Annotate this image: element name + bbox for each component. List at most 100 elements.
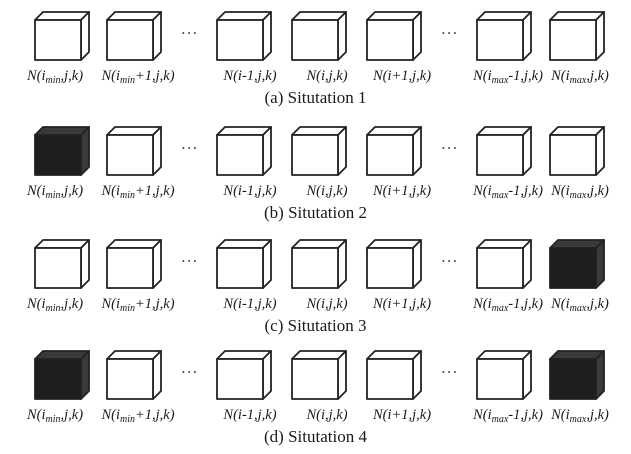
node-label-text: N(i,j,k) bbox=[306, 296, 348, 312]
node-label-text: N(i bbox=[551, 68, 570, 84]
empty-cube bbox=[548, 125, 606, 177]
node-label-suffix: -1,j,k) bbox=[508, 296, 543, 312]
empty-cube bbox=[215, 238, 273, 290]
node-label-text: N(i bbox=[473, 68, 492, 84]
node-label-subscript: min bbox=[119, 190, 135, 201]
situation-caption: (b) Situtation 2 bbox=[264, 203, 367, 222]
node-label: N(imax-1,j,k) bbox=[473, 183, 543, 201]
node-label-text: N(i-1,j,k) bbox=[223, 68, 277, 84]
empty-cube bbox=[290, 349, 348, 401]
node-label-text: N(i bbox=[101, 68, 120, 84]
node-label: N(imax-1,j,k) bbox=[473, 296, 543, 314]
empty-cube bbox=[365, 125, 423, 177]
node-label: N(i-1,j,k) bbox=[223, 68, 276, 85]
empty-cube bbox=[215, 349, 273, 401]
empty-cube bbox=[290, 10, 348, 62]
ellipsis: ··· bbox=[441, 363, 459, 381]
empty-cube bbox=[475, 349, 533, 401]
node-label-suffix: ,j,k) bbox=[586, 68, 609, 84]
ellipsis: ··· bbox=[441, 252, 459, 270]
node-label-subscript: max bbox=[569, 75, 587, 86]
node-label: N(i+1,j,k) bbox=[373, 296, 431, 313]
node-label-text: N(i bbox=[473, 296, 492, 312]
node-label: N(i,j,k) bbox=[306, 68, 347, 85]
filled-cube bbox=[548, 238, 606, 290]
node-label-suffix: +1,j,k) bbox=[134, 183, 175, 199]
empty-cube bbox=[105, 238, 163, 290]
node-label: N(imax-1,j,k) bbox=[473, 68, 543, 86]
situation-caption: (d) Situtation 4 bbox=[264, 427, 367, 446]
ellipsis: ··· bbox=[441, 24, 459, 42]
empty-cube bbox=[105, 10, 163, 62]
node-label: N(imin,j,k) bbox=[27, 407, 83, 425]
node-label-subscript: max bbox=[491, 75, 509, 86]
node-label-subscript: min bbox=[45, 75, 61, 86]
node-label: N(i-1,j,k) bbox=[223, 183, 276, 200]
node-label-text: N(i bbox=[101, 407, 120, 423]
node-label-suffix: -1,j,k) bbox=[508, 183, 543, 199]
node-label: N(i-1,j,k) bbox=[223, 296, 276, 313]
node-label-suffix: -1,j,k) bbox=[508, 407, 543, 423]
empty-cube bbox=[365, 238, 423, 290]
node-label-subscript: max bbox=[491, 190, 509, 201]
empty-cube bbox=[475, 125, 533, 177]
empty-cube bbox=[475, 238, 533, 290]
node-label: N(i+1,j,k) bbox=[373, 407, 431, 424]
node-label-text: N(i+1,j,k) bbox=[372, 183, 432, 199]
node-label: N(imax,j,k) bbox=[551, 407, 609, 425]
node-label-text: N(i+1,j,k) bbox=[372, 68, 432, 84]
empty-cube bbox=[365, 349, 423, 401]
node-label-text: N(i bbox=[473, 407, 492, 423]
node-label-text: N(i-1,j,k) bbox=[223, 183, 277, 199]
node-label: N(i,j,k) bbox=[306, 296, 347, 313]
node-label-subscript: min bbox=[45, 190, 61, 201]
empty-cube bbox=[475, 10, 533, 62]
node-label: N(i,j,k) bbox=[306, 407, 347, 424]
node-label-text: N(i-1,j,k) bbox=[223, 407, 277, 423]
node-label-subscript: max bbox=[491, 414, 509, 425]
node-label-text: N(i,j,k) bbox=[306, 68, 348, 84]
node-label: N(imin,j,k) bbox=[27, 296, 83, 314]
empty-cube bbox=[548, 10, 606, 62]
node-label-suffix: -1,j,k) bbox=[508, 68, 543, 84]
node-label: N(imax,j,k) bbox=[551, 296, 609, 314]
node-label: N(imin,j,k) bbox=[27, 68, 83, 86]
node-label: N(imax,j,k) bbox=[551, 68, 609, 86]
node-label-subscript: min bbox=[119, 414, 135, 425]
node-label-suffix: +1,j,k) bbox=[134, 296, 175, 312]
node-label-text: N(i+1,j,k) bbox=[372, 296, 432, 312]
node-label-text: N(i bbox=[551, 183, 570, 199]
node-label-text: N(i bbox=[473, 183, 492, 199]
empty-cube bbox=[215, 125, 273, 177]
node-label-suffix: ,j,k) bbox=[60, 407, 84, 423]
empty-cube bbox=[215, 10, 273, 62]
empty-cube bbox=[33, 10, 91, 62]
empty-cube bbox=[33, 238, 91, 290]
node-label-subscript: min bbox=[45, 303, 61, 314]
node-label-text: N(i bbox=[551, 407, 570, 423]
node-label-subscript: max bbox=[569, 190, 587, 201]
node-label-text: N(i bbox=[26, 68, 46, 84]
node-label-text: N(i+1,j,k) bbox=[372, 407, 432, 423]
situation-caption: (c) Situtation 3 bbox=[264, 316, 367, 335]
node-label-suffix: ,j,k) bbox=[60, 183, 84, 199]
node-label-text: N(i bbox=[26, 183, 46, 199]
node-label-suffix: ,j,k) bbox=[586, 183, 609, 199]
node-label-text: N(i bbox=[101, 183, 120, 199]
node-label: N(imin+1,j,k) bbox=[101, 296, 174, 314]
node-label-subscript: max bbox=[491, 303, 509, 314]
empty-cube bbox=[290, 238, 348, 290]
situation-caption: (a) Situtation 1 bbox=[264, 88, 367, 107]
node-label-subscript: min bbox=[45, 414, 61, 425]
filled-cube bbox=[33, 349, 91, 401]
empty-cube bbox=[290, 125, 348, 177]
node-label-suffix: ,j,k) bbox=[586, 407, 609, 423]
node-label: N(i,j,k) bbox=[306, 183, 347, 200]
node-label-suffix: +1,j,k) bbox=[134, 407, 175, 423]
node-label-subscript: max bbox=[569, 303, 587, 314]
node-label-suffix: ,j,k) bbox=[60, 296, 84, 312]
node-label-subscript: max bbox=[569, 414, 587, 425]
empty-cube bbox=[365, 10, 423, 62]
node-label-text: N(i bbox=[26, 296, 46, 312]
